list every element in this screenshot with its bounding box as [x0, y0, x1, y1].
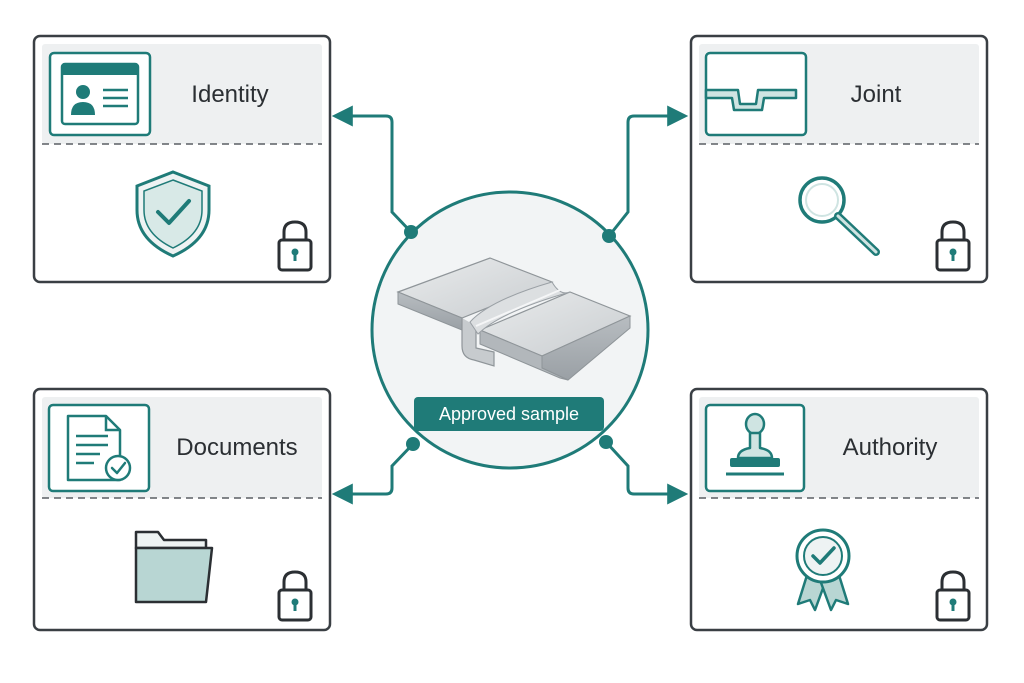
- padlock-icon: [935, 570, 971, 622]
- padlock-icon: [277, 220, 313, 272]
- padlock-icon: [277, 570, 313, 622]
- document-check-icon: [47, 403, 151, 493]
- connector-dots: [404, 225, 616, 451]
- card-authority-title: Authority: [843, 434, 938, 461]
- card-authority[interactable]: Authority: [689, 387, 989, 632]
- approved-sample-label: Approved sample: [439, 404, 579, 424]
- card-identity[interactable]: Identity: [32, 34, 332, 284]
- magnifier-icon: [798, 176, 880, 256]
- card-documents[interactable]: Documents: [32, 387, 332, 632]
- card-identity-title: Identity: [191, 81, 268, 108]
- seam-joint-profile-icon: [704, 51, 808, 137]
- id-card-icon: [48, 51, 152, 137]
- connector-authority: [604, 440, 689, 505]
- folder-icon: [134, 530, 214, 604]
- card-documents-title: Documents: [176, 434, 297, 461]
- padlock-icon: [935, 220, 971, 272]
- approved-sample-hub: Approved sample: [370, 190, 650, 470]
- stamp-icon: [704, 403, 806, 493]
- shield-check-icon: [135, 170, 211, 258]
- connector-joint: [607, 105, 689, 237]
- award-ribbon-icon: [795, 528, 851, 612]
- folded-sheet-metal-seam-icon: [396, 257, 632, 381]
- connectors: [331, 105, 689, 505]
- card-joint-title: Joint: [851, 81, 902, 108]
- connector-documents: [331, 442, 415, 505]
- connector-identity: [331, 105, 413, 234]
- card-joint[interactable]: Joint: [689, 34, 989, 284]
- approved-sample-badge: [414, 397, 604, 431]
